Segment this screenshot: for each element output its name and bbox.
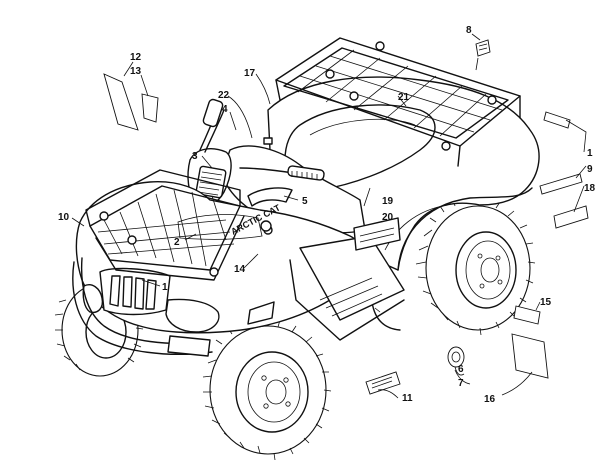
decal-7 (451, 351, 461, 363)
callout-5: 5 (302, 196, 308, 207)
decal-12 (103, 73, 139, 131)
decal-18 (553, 205, 589, 229)
callout-9: 9 (587, 164, 593, 175)
decal-1-rear (543, 111, 571, 129)
callout-15: 15 (540, 297, 552, 308)
callout-11: 11 (402, 393, 413, 404)
decal-16 (511, 333, 549, 379)
callout-20: 20 (382, 212, 394, 223)
callout-22: 22 (218, 90, 230, 101)
callout-1-rear: 1 (587, 148, 593, 159)
callout-16: 16 (484, 394, 496, 405)
decal-13 (141, 93, 159, 123)
decal-9 (539, 173, 583, 195)
callout-17: 17 (244, 68, 256, 79)
decal-15 (513, 305, 541, 325)
callout-13: 13 (130, 66, 142, 77)
callout-4: 4 (222, 104, 228, 115)
callout-7: 7 (458, 378, 464, 389)
callout-1-front: 1 (162, 282, 168, 293)
decal-8 (475, 39, 491, 57)
rear-right-wheel (415, 195, 536, 336)
callout-10: 10 (58, 212, 70, 223)
decal-6 (447, 346, 465, 368)
callout-6: 6 (458, 364, 464, 375)
callout-12: 12 (130, 52, 142, 63)
leader-lines (71, 33, 587, 399)
front-right-wheel (202, 319, 332, 461)
loose-decals: THUNDERCAT (103, 39, 589, 395)
atv-body: ARCTIC CAT (72, 37, 540, 357)
callout-19: 19 (382, 196, 394, 207)
decal-11 (365, 371, 401, 395)
callout-labels: 1 1 2 3 4 5 6 7 8 9 10 11 12 13 14 15 16… (58, 25, 596, 405)
callout-18: 18 (584, 183, 596, 194)
callout-3: 3 (192, 151, 198, 162)
callout-21: 21 (398, 92, 410, 103)
callout-2: 2 (174, 237, 180, 248)
callout-14: 14 (234, 264, 246, 275)
callout-8: 8 (466, 25, 472, 36)
